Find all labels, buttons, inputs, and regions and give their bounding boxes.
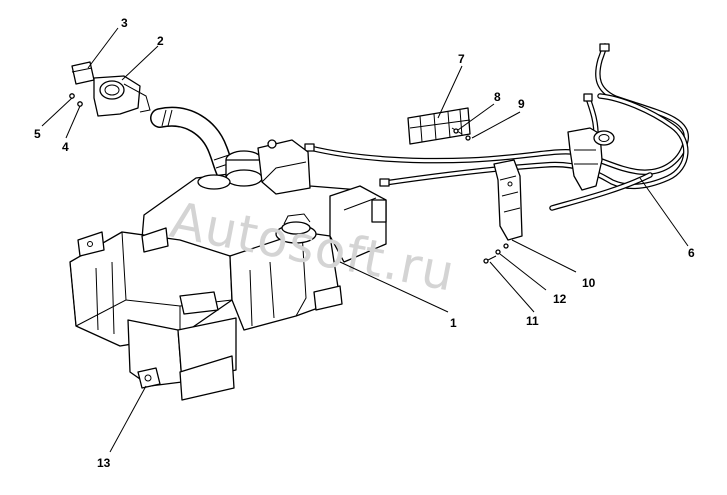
screw-11-12	[483, 243, 509, 264]
fuel-lines	[304, 43, 689, 211]
screw-8-9	[451, 127, 471, 141]
heat-shield-7	[407, 107, 471, 145]
screw-4	[77, 101, 83, 107]
callout-9: 9	[518, 97, 525, 111]
callout-2: 2	[157, 34, 164, 48]
line-end-fitting-2	[583, 93, 593, 102]
callout-5: 5	[34, 127, 41, 141]
bracket-10	[493, 159, 523, 241]
filler-hose	[150, 106, 238, 186]
callout-labels: 3 2 5 4 7 8 9 6 10 12 11 1 13	[34, 16, 695, 470]
fuel-filter-assembly	[567, 127, 615, 191]
callout-1: 1	[450, 316, 457, 330]
callout-4: 4	[62, 140, 69, 154]
callout-13: 13	[97, 456, 111, 470]
fuel-tank	[69, 139, 387, 401]
washer-5	[69, 93, 75, 99]
callout-3: 3	[121, 16, 128, 30]
filler-neck-assembly	[69, 61, 151, 117]
filler-cap-3	[71, 61, 95, 85]
line-connector-upper	[304, 143, 315, 152]
callout-12: 12	[553, 292, 567, 306]
line-connector-lower	[379, 178, 390, 187]
line-end-fitting	[599, 43, 610, 52]
callout-7: 7	[458, 52, 465, 66]
callout-10: 10	[582, 276, 596, 290]
leader-lines	[41, 27, 689, 453]
callout-6: 6	[688, 246, 695, 260]
callout-11: 11	[526, 314, 539, 328]
callout-8: 8	[494, 90, 501, 104]
